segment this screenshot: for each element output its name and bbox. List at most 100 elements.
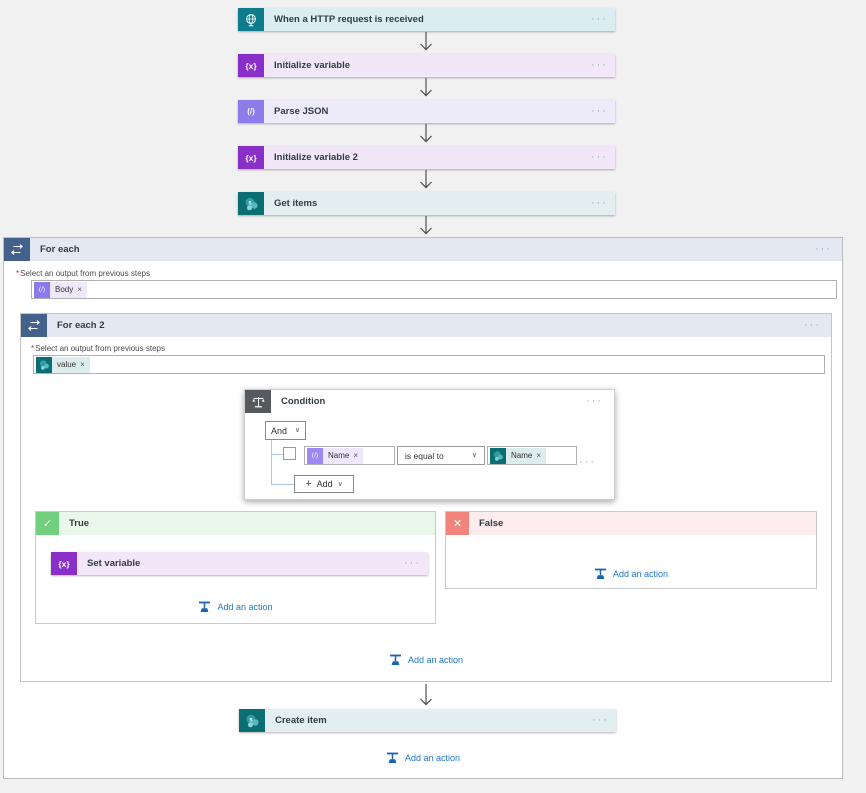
action-title: Set variable: [87, 558, 141, 569]
branch-false: ✕ False Add an action: [445, 511, 817, 589]
check-icon: ✓: [36, 512, 59, 535]
variable-icon: {x}: [238, 146, 264, 169]
add-action-link[interactable]: Add an action: [4, 752, 842, 764]
condition-tree-line: [272, 484, 294, 485]
flow-arrow: [420, 124, 432, 143]
svg-text:s: s: [249, 717, 253, 723]
add-action-link[interactable]: Add an action: [21, 654, 831, 666]
action-card-initialize-variable-2[interactable]: {x} Initialize variable 2 ···: [238, 146, 615, 169]
card-menu-button[interactable]: ···: [591, 196, 608, 209]
true-branch-title: True: [69, 518, 90, 529]
condition-add-button[interactable]: + Add ∨: [294, 475, 354, 493]
card-menu-button[interactable]: ···: [591, 12, 608, 25]
condition-menu-button[interactable]: ···: [586, 394, 603, 407]
flow-arrow: [420, 216, 432, 235]
parse-json-token-icon: (/): [34, 281, 50, 298]
scope-for-each: For each ··· *Select an output from prev…: [3, 237, 843, 779]
chevron-down-icon: ∨: [471, 452, 477, 459]
token-remove-button[interactable]: ×: [80, 360, 85, 369]
token-body[interactable]: (/) Body ×: [34, 281, 87, 298]
condition-row-menu-button[interactable]: ···: [579, 456, 596, 468]
false-branch-title: False: [479, 518, 504, 529]
token-remove-button[interactable]: ×: [77, 285, 82, 294]
add-action-icon: [386, 752, 398, 763]
svg-text:s: s: [248, 200, 252, 206]
condition-tree-line: [272, 454, 283, 455]
false-branch-header[interactable]: ✕ False: [446, 512, 816, 535]
condition-left-operand-field[interactable]: (/) Name ×: [304, 446, 395, 465]
add-action-link[interactable]: Add an action: [446, 568, 816, 580]
sharepoint-token-icon: [490, 447, 506, 464]
add-action-icon: [594, 568, 606, 579]
card-menu-button[interactable]: ···: [404, 556, 421, 569]
action-title: Initialize variable: [274, 60, 351, 71]
token-label: Body: [55, 285, 74, 294]
sharepoint-icon: s: [238, 192, 264, 215]
flow-arrow: [420, 78, 432, 97]
flow-arrow: [420, 170, 432, 189]
variable-icon: {x}: [238, 54, 264, 77]
for-each-header[interactable]: For each ···: [4, 238, 842, 261]
action-card-get-items[interactable]: s Get items ···: [238, 192, 615, 215]
token-value[interactable]: value ×: [36, 356, 90, 373]
action-card-initialize-variable[interactable]: {x} Initialize variable ···: [238, 54, 615, 77]
add-action-link[interactable]: Add an action: [36, 601, 435, 613]
token-name-right[interactable]: Name ×: [490, 447, 547, 464]
plus-icon: +: [305, 478, 312, 490]
for-each-2-menu-button[interactable]: ···: [804, 318, 821, 331]
token-remove-button[interactable]: ×: [353, 451, 359, 460]
for-each-loop-icon: [21, 314, 47, 337]
token-remove-button[interactable]: ×: [536, 451, 542, 460]
card-menu-button[interactable]: ···: [591, 58, 608, 71]
action-title: Initialize variable 2: [274, 152, 358, 163]
for-each-title: For each: [40, 244, 80, 255]
condition-tree-line: [271, 440, 272, 485]
action-card-create-item[interactable]: s Create item ···: [239, 709, 616, 732]
flow-arrow: [420, 684, 432, 706]
parse-json-icon: (/): [238, 100, 264, 123]
action-card-set-variable[interactable]: {x} Set variable ···: [51, 552, 428, 575]
action-title: Parse JSON: [274, 106, 329, 117]
condition-icon: [245, 390, 271, 413]
for-each-input-label: *Select an output from previous steps: [16, 269, 150, 278]
for-each-menu-button[interactable]: ···: [815, 242, 832, 255]
card-menu-button[interactable]: ···: [592, 713, 609, 726]
sharepoint-token-icon: [36, 356, 52, 373]
cross-icon: ✕: [446, 512, 469, 535]
chevron-down-icon: ∨: [294, 427, 300, 434]
token-label: value: [57, 360, 77, 369]
action-title: Get items: [274, 198, 318, 209]
for-each-2-header[interactable]: For each 2 ···: [21, 314, 831, 337]
branch-true: ✓ True {x} Set variable ··· Add an actio…: [35, 511, 436, 624]
true-branch-header[interactable]: ✓ True: [36, 512, 435, 535]
chevron-down-icon: ∨: [337, 480, 343, 488]
group-operator-dropdown[interactable]: And ∨: [265, 421, 306, 440]
flow-arrow: [420, 32, 432, 51]
sharepoint-icon: s: [239, 709, 265, 732]
condition-row-checkbox[interactable]: [283, 447, 296, 460]
parse-json-token-icon: (/): [307, 447, 323, 464]
for-each-2-input-label: *Select an output from previous steps: [31, 344, 165, 353]
token-label: Name: [328, 451, 350, 460]
trigger-title: When a HTTP request is received: [274, 14, 424, 25]
token-label: Name: [511, 451, 533, 460]
token-name-left[interactable]: (/) Name ×: [307, 447, 364, 464]
http-request-icon: [238, 8, 264, 31]
add-action-icon: [199, 601, 211, 612]
for-each-loop-icon: [4, 238, 30, 261]
action-title: Create item: [275, 715, 327, 726]
card-menu-button[interactable]: ···: [591, 150, 608, 163]
action-card-parse-json[interactable]: (/) Parse JSON ···: [238, 100, 615, 123]
condition-right-operand-field[interactable]: Name ×: [487, 446, 577, 465]
for-each-output-field[interactable]: (/) Body ×: [31, 280, 837, 299]
for-each-2-title: For each 2: [57, 320, 105, 331]
for-each-2-output-field[interactable]: value ×: [33, 355, 825, 374]
scope-for-each-2: For each 2 ··· *Select an output from pr…: [20, 313, 832, 682]
condition-card[interactable]: Condition ··· And ∨ (/) Name ×: [244, 389, 615, 500]
condition-title: Condition: [281, 396, 326, 407]
comparison-operator-dropdown[interactable]: is equal to ∨: [397, 446, 485, 465]
trigger-card-http-request[interactable]: When a HTTP request is received ···: [238, 8, 615, 31]
card-menu-button[interactable]: ···: [591, 104, 608, 117]
variable-icon: {x}: [51, 552, 77, 575]
